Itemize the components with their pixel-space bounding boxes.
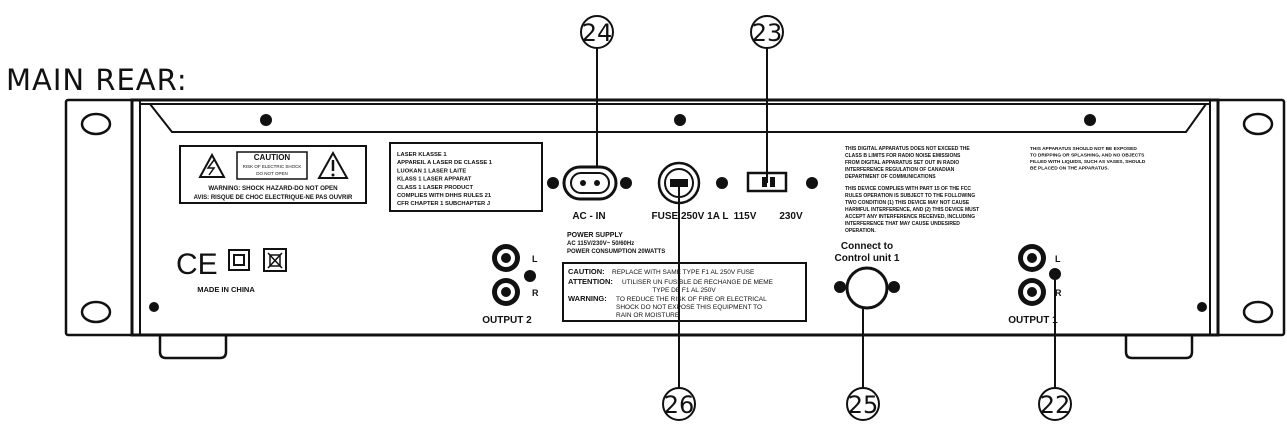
made-in-label: MADE IN CHINA [197, 285, 255, 294]
text-line: INTERFERENCE THAT MAY CAUSE UNDESIRED [845, 221, 960, 227]
output-2-right-label: R [532, 288, 539, 298]
text-line: THIS DEVICE COMPLIES WITH PART 15 OF THE… [845, 186, 971, 192]
text-line: DEPARTMENT OF COMMUNICATIONS [845, 174, 936, 180]
rack-slot-bottom-right [1242, 300, 1274, 324]
text-line: OPERATION. [845, 228, 876, 234]
text-line: THIS DIGITAL APPARATUS DOES NOT EXCEED T… [845, 146, 970, 152]
exclamation-warning-icon [317, 150, 349, 179]
regulatory-text: THIS DIGITAL APPARATUS DOES NOT EXCEED T… [845, 146, 970, 180]
screw [149, 302, 159, 312]
power-supply-title: POWER SUPPLY [567, 232, 623, 239]
text-line: TO DRIPPING OR SPLASHING, AND NO OBJECTS [1030, 153, 1145, 159]
text-line: CFR CHAPTER 1 SUBCHAPTER J [397, 201, 490, 207]
warning-text-1: TO REDUCE THE RISK OF FIRE OR ELECTRICAL [616, 296, 767, 303]
attention-text-2: TYPE DE F1 AL 250V [652, 287, 716, 294]
voltage-115-label: 115V [734, 211, 757, 222]
screw [260, 114, 272, 126]
callout-number: 23 [752, 19, 783, 47]
chassis [130, 98, 1220, 360]
fcc-text: THIS DEVICE COMPLIES WITH PART 15 OF THE… [845, 186, 979, 234]
caution-title: CAUTION [254, 153, 291, 162]
callout-number: 24 [582, 19, 613, 47]
text-line: INTERFERENCE REGULATION OF CANADIAN [845, 167, 955, 173]
rack-slot-top-right [1242, 112, 1274, 136]
certification-marks: CE [176, 248, 287, 281]
fuse-label: FUSE 250V 1A L [652, 211, 729, 222]
ac-in-label: AC - IN [572, 211, 605, 222]
caution-text: REPLACE WITH SAME TYPE F1 AL 250V FUSE [612, 269, 755, 276]
control-unit-connector[interactable] [834, 266, 900, 310]
output-2-jacks[interactable] [492, 244, 536, 306]
attention-text-1: UTILISER UN FUSIBLE DE RECHANGE DE MEME [622, 279, 774, 286]
screw [674, 114, 686, 126]
text-line: CLASS B LIMITS FOR RADIO NOISE EMISSIONS [845, 153, 961, 159]
rack-ear-right [1216, 98, 1286, 337]
connect-label-line-2: Control unit 1 [835, 253, 900, 264]
text-line: RULES OPERATION IS SUBJECT TO THE FOLLOW… [845, 193, 975, 199]
output-1-left-label: L [1055, 254, 1061, 264]
foot-right [1124, 335, 1194, 360]
caution-key: CAUTION: [568, 267, 605, 276]
text-line: LUOKAN 1 LASER LAITE [397, 168, 466, 174]
ac-in-socket[interactable] [547, 165, 632, 201]
callout-number: 25 [848, 391, 879, 419]
caution-small-line-1: RISK OF ELECTRIC SHOCK [243, 164, 302, 169]
text-line: BE PLACED ON THE APPARATUS. [1030, 166, 1109, 172]
text-line: APPAREIL A LASER DE CLASSE 1 [397, 160, 493, 166]
screws [149, 114, 1207, 312]
text-line: LASER KLASSE 1 [397, 152, 447, 158]
callout-22: 22 [1038, 387, 1072, 421]
callout-25: 25 [846, 387, 880, 421]
lightning-warning-icon [198, 152, 226, 178]
warning-text-2: SHOCK DO NOT EXPOSE THIS EQUIPMENT TO [616, 304, 762, 311]
output-1-label: OUTPUT 1 [1008, 315, 1058, 326]
rack-slot-bottom-left [80, 300, 112, 324]
callout-number: 26 [664, 391, 695, 419]
foot-left [158, 335, 228, 360]
callout-leaders [596, 47, 1056, 388]
callout-23: 23 [750, 15, 784, 49]
connect-label-line-1: Connect to [841, 241, 893, 252]
weee-bin-icon [263, 248, 287, 272]
page-title: MAIN REAR: [6, 63, 188, 97]
callout-number: 22 [1040, 391, 1071, 419]
shock-warning-label: CAUTION RISK OF ELECTRIC SHOCK DO NOT OP… [179, 145, 367, 204]
output-1-jacks[interactable] [1018, 244, 1061, 306]
warning-line-2: AVIS: RISQUE DE CHOC ELECTRIQUE-NE PAS O… [194, 195, 353, 201]
output-1-right-label: R [1055, 288, 1062, 298]
output-2-label: OUTPUT 2 [482, 315, 532, 326]
callout-26: 26 [662, 387, 696, 421]
text-line: HARMFUL INTERFERENCE, AND (2) THIS DEVIC… [845, 207, 979, 213]
text-line: THIS APPARATUS SHOULD NOT BE EXPOSED [1030, 146, 1137, 152]
text-line: FILLED WITH LIQUIDS, SUCH AS VASES, SHOU… [1030, 159, 1146, 165]
text-line: CLASS 1 LASER PRODUCT [397, 185, 473, 191]
output-2-left-label: L [532, 254, 538, 264]
warning-text-3: RAIN OR MOISTURE [616, 312, 680, 319]
text-line: COMPLIES WITH DHHS RULES 21 [397, 193, 492, 199]
double-insulation-icon [228, 249, 250, 271]
text-line: TWO CONDITION (1) THIS DEVICE MAY NOT CA… [845, 200, 970, 206]
text-line: FROM DIGITAL APPARATUS SET OUT IN RADIO [845, 160, 959, 166]
fuse-caution-box: CAUTION: REPLACE WITH SAME TYPE F1 AL 25… [562, 262, 807, 322]
attention-key: ATTENTION: [568, 277, 613, 286]
text-line: KLASS 1 LASER APPARAT [397, 177, 472, 183]
ce-mark: CE [176, 248, 218, 281]
power-supply-line-1: AC 115V/230V~ 50/60Hz [567, 241, 634, 247]
laser-class-label: LASER KLASSE 1 APPAREIL A LASER DE CLASSE… [389, 142, 543, 212]
caution-box-small [236, 151, 308, 180]
rack-slot-top-left [80, 112, 112, 136]
laser-label-text: LASER KLASSE 1 APPAREIL A LASER DE CLASSE… [397, 152, 493, 207]
screw [1197, 302, 1207, 312]
power-supply-line-2: POWER CONSUMPTION 20WATTS [567, 249, 665, 255]
warning-line-1: WARNING: SHOCK HAZARD-DO NOT OPEN [208, 185, 338, 192]
voltage-230-label: 230V [779, 211, 803, 222]
caution-small-line-2: DO NOT OPEN [256, 171, 287, 176]
rack-ear-left [64, 98, 134, 337]
callout-24: 24 [580, 15, 614, 49]
warning-key: WARNING: [568, 294, 607, 303]
text-line: ACCEPT ANY INTERFERENCE RECEIVED, INCLUD… [845, 214, 975, 220]
screw [1084, 114, 1096, 126]
